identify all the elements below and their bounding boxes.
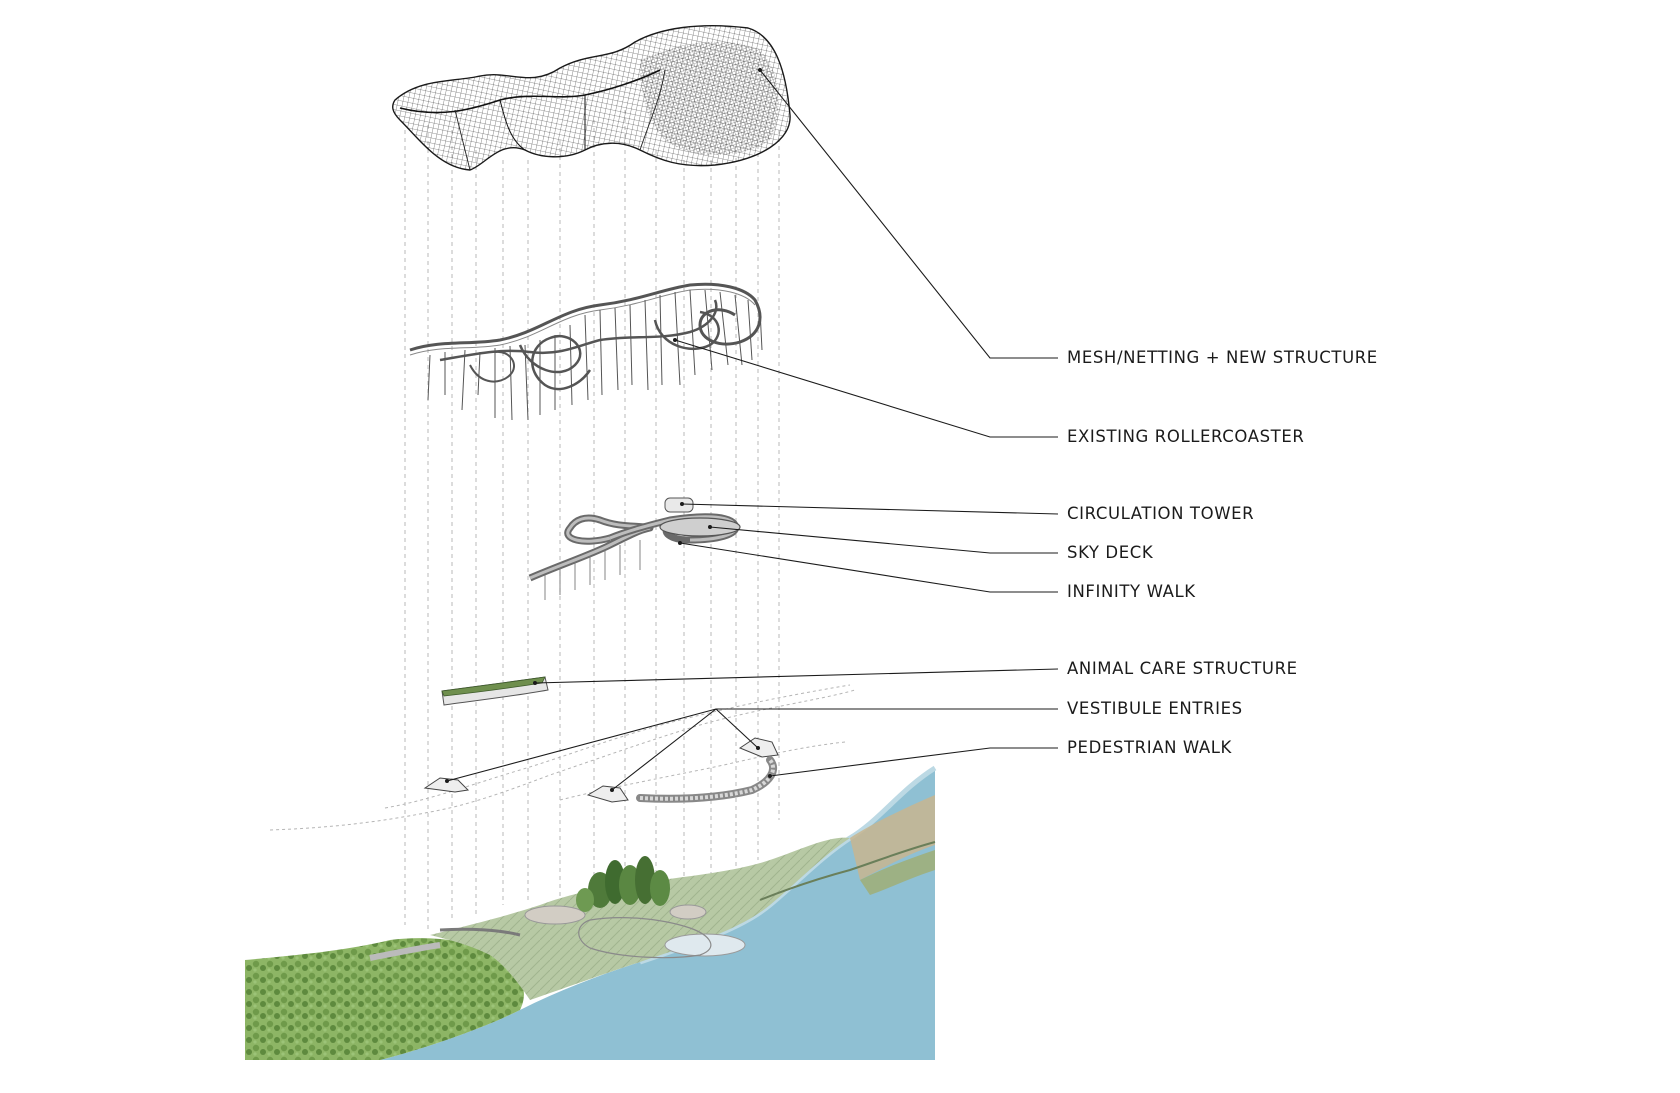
label-pedestrian-walk: PEDESTRIAN WALK <box>1067 738 1232 757</box>
rollercoaster-structure <box>409 282 763 421</box>
vestibule-entry-left <box>423 777 470 793</box>
leader-dots <box>445 68 772 792</box>
label-animal-care-structure: ANIMAL CARE STRUCTURE <box>1067 659 1298 678</box>
label-existing-rollercoaster: EXISTING ROLLERCOASTER <box>1067 427 1305 446</box>
vestibule-entry-center <box>586 785 629 803</box>
animal-care-structure <box>441 676 549 706</box>
label-sky-deck: SKY DECK <box>1067 543 1154 562</box>
tree-cluster <box>576 856 670 912</box>
leader-infinity <box>679 542 1058 593</box>
leader-vestibule-b <box>611 708 717 791</box>
forest-area <box>245 938 524 1060</box>
leader-lines <box>446 69 1059 791</box>
site-plan-render <box>245 765 937 1060</box>
leader-mesh <box>759 69 1058 359</box>
label-infinity-walk: INFINITY WALK <box>1067 582 1196 601</box>
pedestrian-walk <box>636 756 778 803</box>
label-mesh-netting: MESH/NETTING + NEW STRUCTURE <box>1067 348 1378 367</box>
leader-rollercoaster <box>674 339 1058 438</box>
mesh-netting-canopy <box>392 24 791 171</box>
rollercoaster-supports <box>427 289 763 421</box>
water-body <box>245 768 935 1060</box>
leader-animalcare <box>534 668 1059 684</box>
leader-tower <box>681 503 1059 515</box>
leader-vestibule-c <box>715 708 759 749</box>
label-circulation-tower: CIRCULATION TOWER <box>1067 504 1255 523</box>
leader-pedestrian <box>769 747 1058 777</box>
sky-deck <box>659 517 741 537</box>
sky-deck-assembly <box>528 497 741 600</box>
deck-supports <box>544 540 641 600</box>
leader-skydeck <box>709 526 1058 554</box>
label-vestibule-entries: VESTIBULE ENTRIES <box>1067 699 1243 718</box>
circulation-tower <box>664 497 694 513</box>
pond <box>664 933 746 957</box>
